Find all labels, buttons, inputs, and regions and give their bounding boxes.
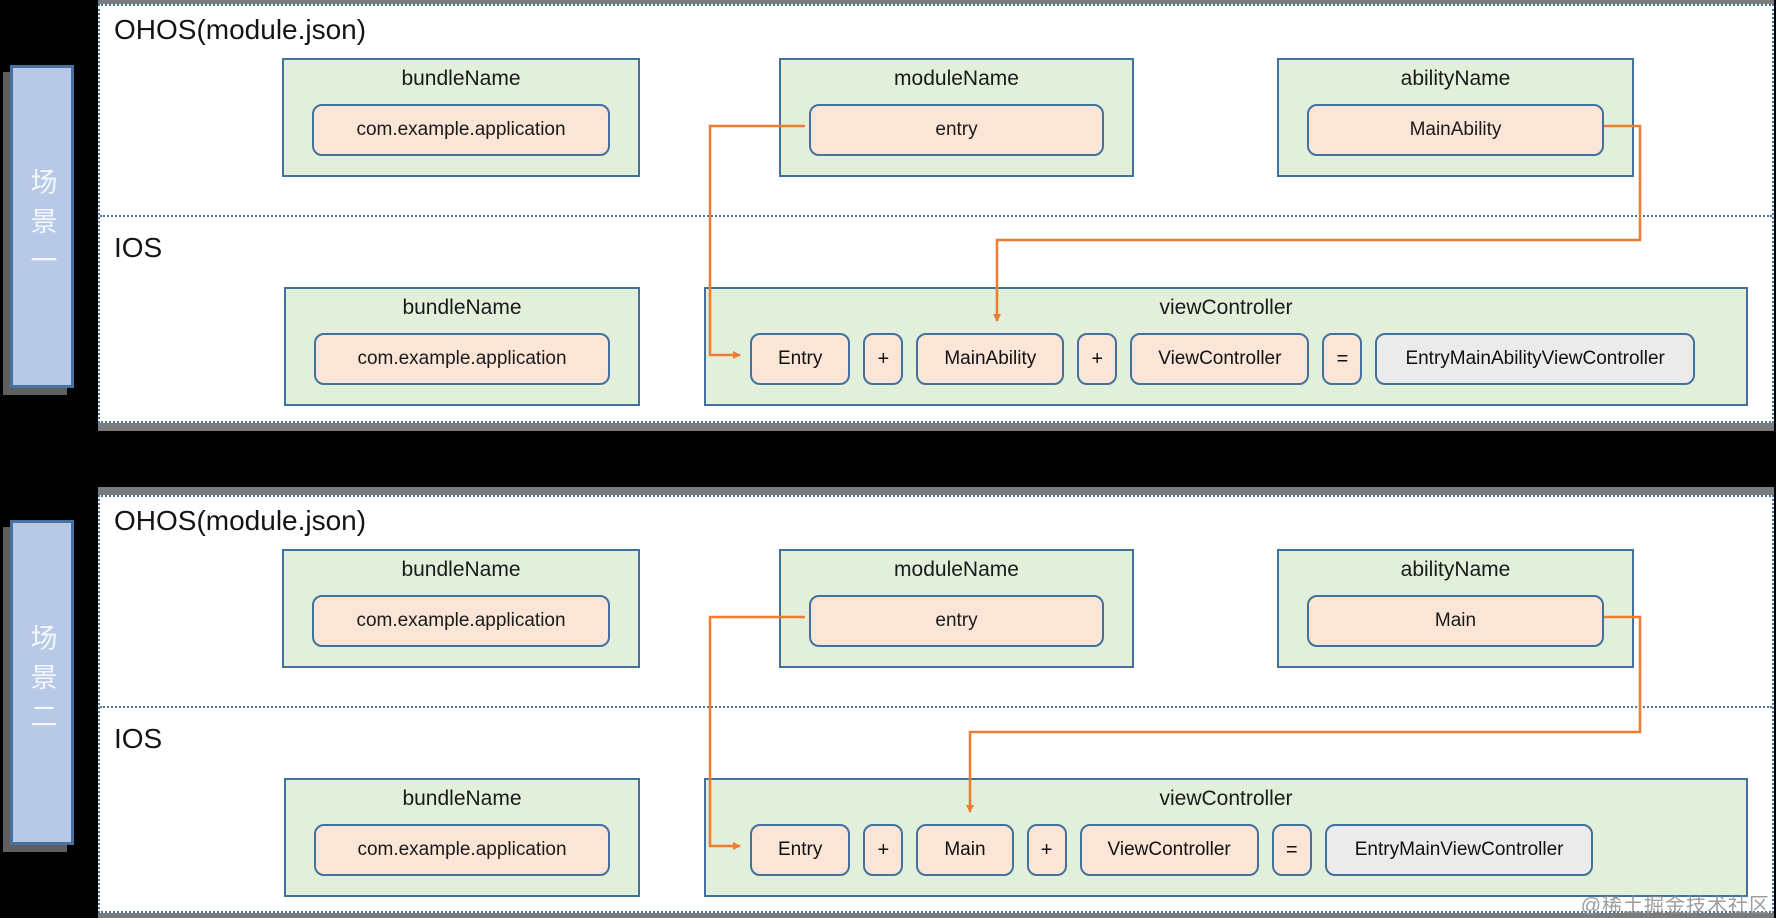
vc-result-name: EntryMainViewController (1324, 824, 1594, 876)
ios-bundle-name-label: bundleName (402, 787, 522, 810)
vc-result-name: EntryMainAbilityViewController (1375, 333, 1695, 385)
view-controller-formula: Entry + MainAbility + ViewController = E… (750, 333, 1695, 385)
scenario1-label: 场景一 (26, 168, 57, 285)
section-divider (100, 215, 1772, 217)
module-name-box: moduleName entry (779, 58, 1134, 177)
scenario2-label: 场景二 (26, 624, 57, 741)
bundle-name-box: bundleName com.example.application (282, 58, 640, 177)
juejin-watermark: @稀土掘金技术社区 (1580, 895, 1770, 917)
vc-token-entry: Entry (750, 824, 851, 876)
ios-section-title: IOS (114, 232, 163, 263)
vc-token-viewcontroller: ViewController (1130, 333, 1310, 385)
bundle-name-label: bundleName (401, 67, 521, 90)
ability-name-value: MainAbility (1307, 104, 1604, 156)
ability-name-label: abilityName (1400, 67, 1511, 90)
vc-operator-plus-2: + (1026, 824, 1067, 876)
scenario1-panel: OHOS(module.json) bundleName com.example… (98, 4, 1774, 423)
module-name-label: moduleName (894, 558, 1019, 581)
view-controller-box: viewController Entry + Main + ViewContro… (704, 778, 1748, 897)
ios-bundle-name-value: com.example.application (314, 333, 610, 385)
ability-name-box: abilityName Main (1277, 549, 1634, 668)
section-divider (100, 706, 1772, 708)
bundle-name-value: com.example.application (312, 104, 610, 156)
ohos-section-title: OHOS(module.json) (114, 14, 367, 45)
view-controller-label: viewController (1159, 296, 1293, 319)
ability-name-box: abilityName MainAbility (1277, 58, 1634, 177)
ability-name-label: abilityName (1400, 558, 1511, 581)
ohos-section-title: OHOS(module.json) (114, 505, 367, 536)
view-controller-box: viewController Entry + MainAbility + Vie… (704, 287, 1748, 406)
ios-section-title: IOS (114, 723, 163, 754)
module-name-label: moduleName (894, 67, 1019, 90)
module-name-value: entry (809, 104, 1104, 156)
bundle-name-label: bundleName (401, 558, 521, 581)
module-name-box: moduleName entry (779, 549, 1134, 668)
vc-operator-equals: = (1322, 333, 1363, 385)
scenario2-bar: 场景二 (10, 520, 74, 845)
ios-bundle-name-value: com.example.application (314, 824, 610, 876)
scenario1-bar: 场景一 (10, 65, 74, 388)
vc-operator-plus: + (863, 333, 904, 385)
view-controller-formula: Entry + Main + ViewController = EntryMai… (750, 824, 1594, 876)
vc-token-viewcontroller: ViewController (1079, 824, 1259, 876)
vc-token-ability: Main (916, 824, 1014, 876)
ios-bundle-name-box: bundleName com.example.application (284, 778, 640, 897)
vc-token-entry: Entry (750, 333, 851, 385)
vc-operator-equals: = (1271, 824, 1312, 876)
bundle-name-value: com.example.application (312, 595, 610, 647)
vc-operator-plus-2: + (1077, 333, 1118, 385)
ability-name-value: Main (1307, 595, 1604, 647)
bundle-name-box: bundleName com.example.application (282, 549, 640, 668)
scenario2-panel: OHOS(module.json) bundleName com.example… (98, 495, 1774, 913)
vc-token-ability: MainAbility (916, 333, 1065, 385)
ios-bundle-name-box: bundleName com.example.application (284, 287, 640, 406)
vc-operator-plus: + (863, 824, 904, 876)
module-name-value: entry (809, 595, 1104, 647)
view-controller-label: viewController (1159, 787, 1293, 810)
ios-bundle-name-label: bundleName (402, 296, 522, 319)
